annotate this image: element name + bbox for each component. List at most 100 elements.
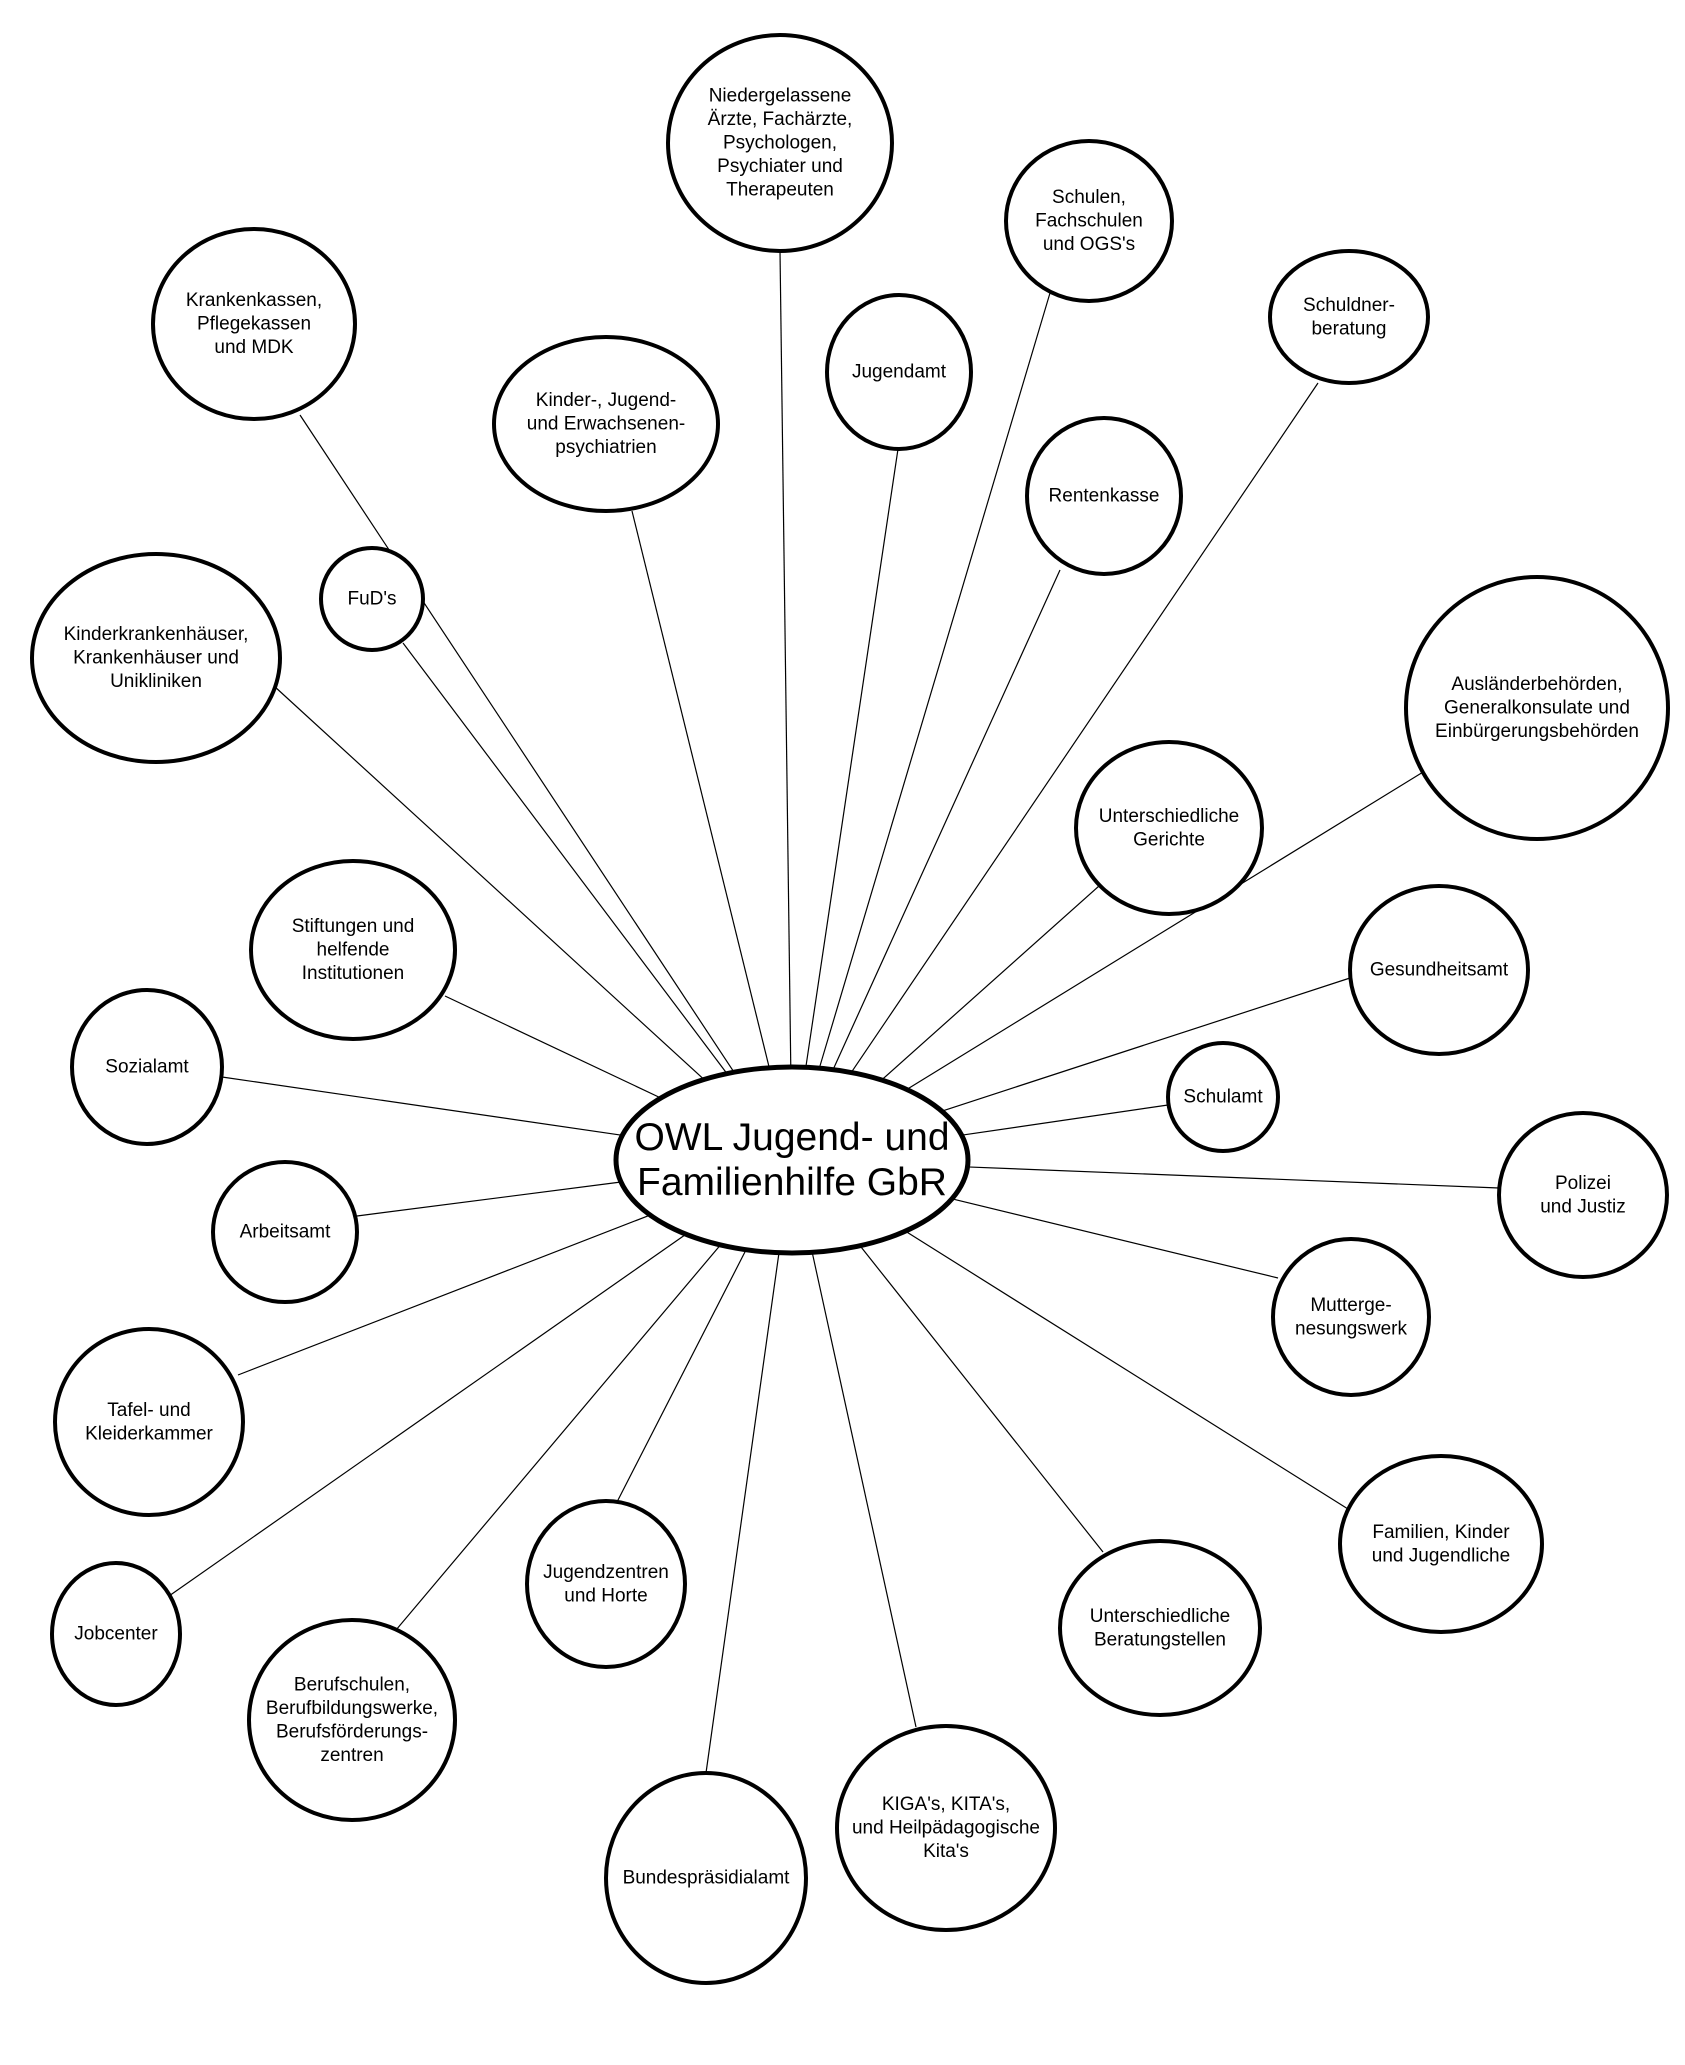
node-sozialamt: Sozialamt: [70, 988, 224, 1146]
node-kitas-circle: [835, 1724, 1057, 1932]
node-muttergenesungswerk-circle: [1271, 1237, 1431, 1397]
node-gerichte-circle: [1074, 740, 1264, 916]
node-berufschulen-label: Berufschulen, Berufbildungswerke,Berufsfö…: [266, 1674, 438, 1766]
connector-gesundheitsamt: [941, 977, 1351, 1112]
node-arbeitsamt-label-line: Arbeitsamt: [240, 1222, 332, 1243]
connector-jobcenter: [168, 1233, 687, 1597]
node-jugendzentren-label-line: Jugendzentren: [543, 1562, 669, 1583]
node-jugendamt-label-line: Jugendamt: [852, 362, 947, 383]
node-bundespraesidialamt-circle: [604, 1771, 808, 1985]
node-muttergenesungswerk: Mutterge-nesungswerk: [1271, 1237, 1431, 1397]
node-psychiatrien-label: Kinder-, Jugend-und Erwachsenen-psychiat…: [527, 390, 685, 458]
node-schulamt-label: Schulamt: [1183, 1087, 1263, 1108]
connector-schulen: [818, 292, 1051, 1069]
node-schulen-label-line: Schulen,: [1052, 187, 1126, 208]
node-schuldnerberatung-circle: [1268, 249, 1430, 385]
connector-fuds: [402, 642, 728, 1074]
node-psychiatrien: Kinder-, Jugend-und Erwachsenen-psychiat…: [492, 335, 720, 513]
node-stiftungen-label-line: Stiftungen und: [292, 916, 415, 937]
node-gesundheitsamt-label: Gesundheitsamt: [1370, 960, 1509, 981]
node-aerzte-label-line: Ärzte, Fachärzte,: [708, 109, 853, 130]
node-jobcenter: Jobcenter: [50, 1561, 182, 1707]
node-schuldnerberatung-label-line: Schuldner-: [1303, 295, 1395, 316]
node-sozialamt-label-line: Sozialamt: [105, 1057, 189, 1078]
node-rentenkasse-label: Rentenkasse: [1049, 486, 1160, 507]
node-jugendamt-circle: [825, 293, 973, 451]
node-gesundheitsamt-label-line: Gesundheitsamt: [1370, 960, 1509, 981]
node-auslaenderbehoerden-label-line: Generalkonsulate und: [1444, 698, 1630, 719]
node-berufschulen-label-line: Berufschulen,: [294, 1674, 410, 1695]
node-gerichte-label-line: Gerichte: [1133, 829, 1205, 850]
node-schuldnerberatung: Schuldner-beratung: [1268, 249, 1430, 385]
node-fuds-circle: [319, 546, 425, 652]
node-tafel-circle: [53, 1327, 245, 1517]
connector-krankenkassen: [299, 414, 735, 1073]
connector-aerzte: [779, 250, 792, 1068]
connector-kliniken: [273, 685, 705, 1080]
node-auslaenderbehoerden-label-line: Einbürgerungsbehörden: [1435, 721, 1639, 742]
node-gesundheitsamt: Gesundheitsamt: [1348, 884, 1530, 1056]
node-arbeitsamt: Arbeitsamt: [211, 1160, 359, 1304]
node-polizei-label-line: Polizei: [1555, 1173, 1611, 1194]
node-berufschulen-label-line: Berufbildungswerke,: [266, 1698, 438, 1719]
node-kitas-label-line: Kita's: [923, 1841, 969, 1862]
node-kitas-label-line: und Heilpädagogische: [852, 1818, 1040, 1839]
node-tafel-label-line: Kleiderkammer: [85, 1423, 213, 1444]
node-stiftungen-label-line: Institutionen: [302, 963, 404, 984]
node-polizei-label-line: und Justiz: [1540, 1196, 1626, 1217]
connector-auslaenderbehoerden: [906, 768, 1429, 1090]
node-stiftungen-label-line: helfende: [317, 940, 390, 961]
node-berufschulen-label-line: Berufsförderungs-: [276, 1721, 428, 1742]
node-aerzte-label-line: Psychiater und: [717, 156, 843, 177]
node-psychiatrien-label-line: psychiatrien: [555, 437, 656, 458]
node-muttergenesungswerk-label: Mutterge-nesungswerk: [1295, 1295, 1407, 1340]
node-schuldnerberatung-label-line: beratung: [1311, 318, 1386, 339]
connector-gerichte: [881, 885, 1100, 1081]
node-berufschulen-label-line: zentren: [320, 1745, 383, 1766]
node-rentenkasse-circle: [1025, 416, 1183, 576]
node-auslaenderbehoerden-circle: [1404, 575, 1670, 841]
center-node-ellipse: [613, 1064, 971, 1256]
node-jugendzentren-label-line: und Horte: [564, 1585, 647, 1606]
connector-jugendamt: [805, 448, 899, 1068]
node-gerichte-label-line: Unterschiedliche: [1099, 806, 1239, 827]
center-node-label-line: Familienhilfe GbR: [637, 1161, 947, 1204]
node-krankenkassen-label-line: Pflegekassen: [197, 314, 311, 335]
node-aerzte-label-line: Niedergelassene: [709, 86, 852, 107]
connector-familien: [905, 1230, 1349, 1510]
node-gesundheitsamt-circle: [1348, 884, 1530, 1056]
node-auslaenderbehoerden-label-line: Ausländerbehörden,: [1451, 674, 1622, 695]
node-beratungsstellen-label-line: Unterschiedliche: [1090, 1606, 1230, 1627]
node-fuds-label-line: FuD's: [347, 589, 396, 610]
node-jugendamt-label: Jugendamt: [852, 362, 947, 383]
node-psychiatrien-label-line: Kinder-, Jugend-: [536, 390, 676, 411]
node-polizei-circle: [1497, 1111, 1669, 1279]
node-schulamt: Schulamt: [1166, 1041, 1280, 1153]
node-kliniken-label-line: Unikliniken: [110, 671, 202, 692]
node-krankenkassen-label-line: Krankenkassen,: [186, 290, 322, 311]
node-jobcenter-circle: [50, 1561, 182, 1707]
node-kliniken-circle: [30, 552, 282, 764]
node-rentenkasse: Rentenkasse: [1025, 416, 1183, 576]
node-jugendzentren-circle: [525, 1499, 687, 1669]
node-kliniken-label-line: Krankenhäuser und: [73, 648, 239, 669]
node-stiftungen-circle: [249, 859, 457, 1041]
